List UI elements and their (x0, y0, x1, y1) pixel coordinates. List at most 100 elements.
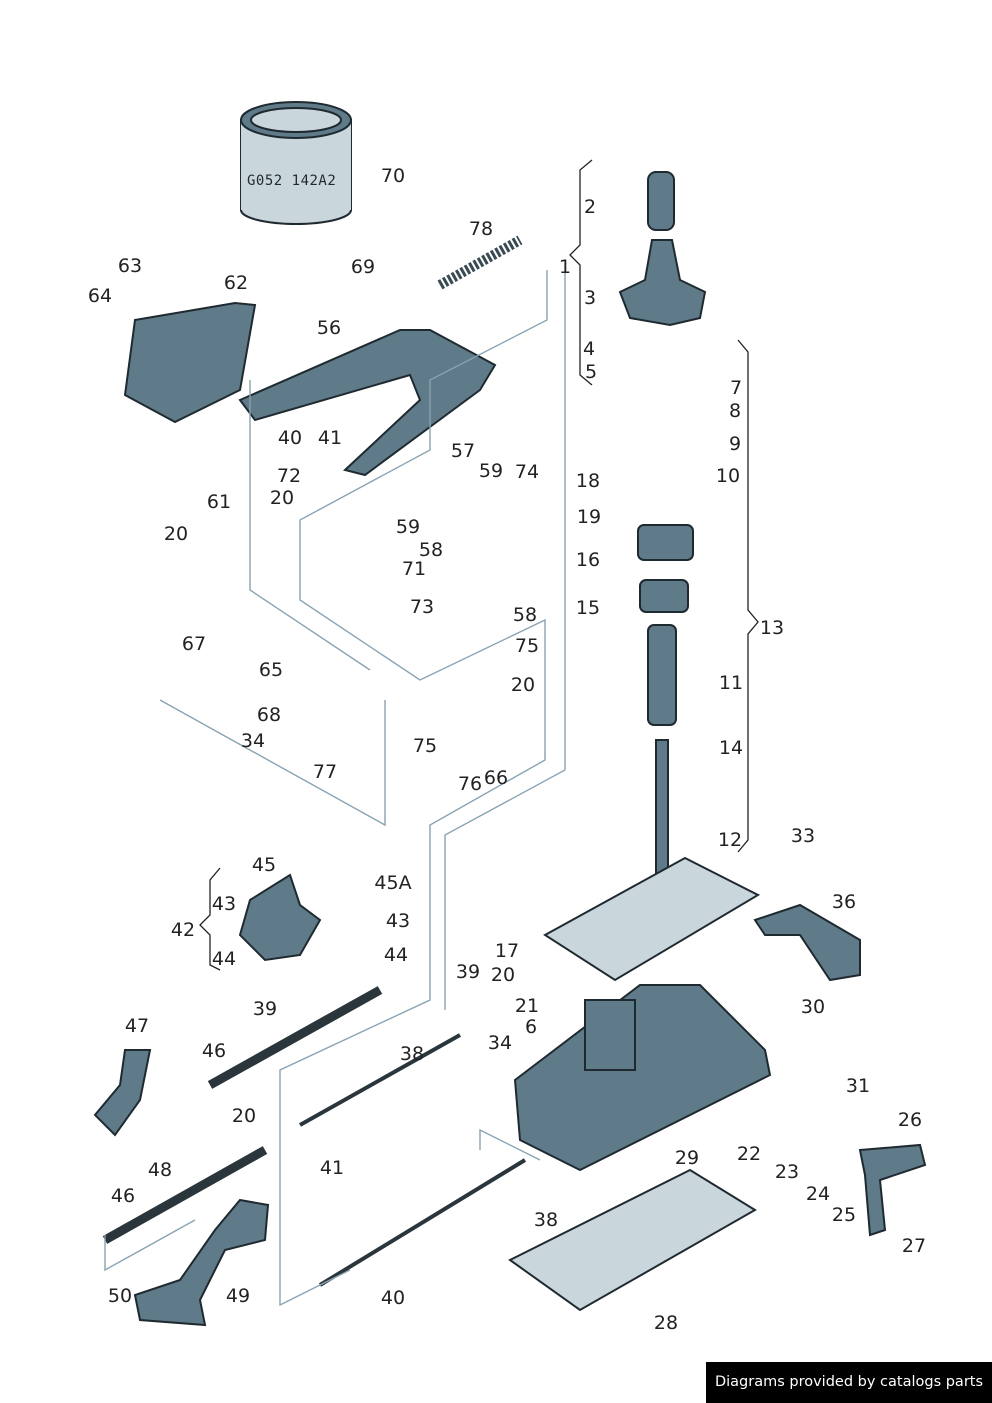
part-label[interactable]: 2 (583, 196, 597, 218)
part-label[interactable]: 50 (107, 1285, 133, 1307)
part-label[interactable]: 63 (117, 255, 143, 277)
part-label[interactable]: 62 (223, 272, 249, 294)
part-label[interactable]: 59 (478, 460, 504, 482)
part-label[interactable]: 69 (350, 256, 376, 278)
part-label[interactable]: 14 (718, 737, 744, 759)
part-label[interactable]: 18 (575, 470, 601, 492)
part-label[interactable]: 58 (418, 539, 444, 561)
lever-49 (133, 1198, 270, 1327)
part-label[interactable]: 39 (252, 998, 278, 1020)
part-label[interactable]: 33 (790, 825, 816, 847)
part-label[interactable]: 20 (231, 1105, 257, 1127)
part-label[interactable]: 46 (110, 1185, 136, 1207)
part-label[interactable]: 21 (514, 995, 540, 1017)
part-label[interactable]: 1 (558, 256, 572, 278)
part-label[interactable]: 40 (380, 1287, 406, 1309)
bracket-42 (238, 873, 322, 962)
part-label[interactable]: 30 (800, 996, 826, 1018)
part-label[interactable]: 20 (269, 487, 295, 509)
part-label[interactable]: 34 (240, 730, 266, 752)
part-label[interactable]: 24 (805, 1183, 831, 1205)
part-label[interactable]: 56 (316, 317, 342, 339)
part-label[interactable]: 17 (494, 940, 520, 962)
part-label[interactable]: 40 (277, 427, 303, 449)
part-label[interactable]: 12 (717, 829, 743, 851)
part-label[interactable]: 3 (583, 287, 597, 309)
part-label[interactable]: 9 (728, 433, 742, 455)
part-label[interactable]: 64 (87, 285, 113, 307)
part-label[interactable]: 10 (715, 465, 741, 487)
part-label[interactable]: 57 (450, 440, 476, 462)
part-label[interactable]: 13 (759, 617, 785, 639)
part-label[interactable]: 27 (901, 1235, 927, 1257)
part-label[interactable]: 49 (225, 1285, 251, 1307)
part-label[interactable]: 38 (533, 1209, 559, 1231)
part-label[interactable]: 67 (181, 633, 207, 655)
part-label[interactable]: 7 (729, 377, 743, 399)
selector-housing (513, 984, 772, 1172)
part-label[interactable]: 41 (317, 427, 343, 449)
part-label[interactable]: 15 (575, 597, 601, 619)
part-label[interactable]: 4 (582, 338, 596, 360)
part-label[interactable]: 8 (728, 400, 742, 422)
part-label[interactable]: 22 (736, 1143, 762, 1165)
part-label[interactable]: 16 (575, 549, 601, 571)
part-label[interactable]: 25 (831, 1204, 857, 1226)
bottom-plate (508, 1168, 757, 1312)
part-label[interactable]: 20 (510, 674, 536, 696)
part-label[interactable]: 6 (524, 1016, 538, 1038)
part-label[interactable]: 43 (211, 893, 237, 915)
selector-lever-frame (238, 329, 497, 477)
part-label[interactable]: 75 (412, 735, 438, 757)
part-label[interactable]: 42 (170, 919, 196, 941)
part-label[interactable]: 46 (201, 1040, 227, 1062)
part-label[interactable]: 76 (457, 773, 483, 795)
part-label[interactable]: 74 (514, 461, 540, 483)
part-label[interactable]: 11 (718, 672, 744, 694)
gear-knob (647, 171, 675, 231)
part-label[interactable]: 5 (584, 361, 598, 383)
spring (437, 235, 523, 290)
part-label[interactable]: 44 (211, 948, 237, 970)
part-label[interactable]: 44 (383, 944, 409, 966)
part-label[interactable]: 29 (674, 1147, 700, 1169)
part-label[interactable]: 68 (256, 704, 282, 726)
part-label[interactable]: 45 (251, 854, 277, 876)
part-label[interactable]: 58 (512, 604, 538, 626)
part-label[interactable]: 20 (163, 523, 189, 545)
part-label[interactable]: 45A (374, 872, 412, 894)
part-label[interactable]: 59 (395, 516, 421, 538)
part-label[interactable]: 38 (399, 1043, 425, 1065)
part-label[interactable]: 31 (845, 1075, 871, 1097)
part-label[interactable]: 47 (124, 1015, 150, 1037)
part-label[interactable]: 48 (147, 1159, 173, 1181)
part-label[interactable]: 41 (319, 1157, 345, 1179)
shift-boot (618, 239, 707, 327)
part-label[interactable]: 77 (312, 761, 338, 783)
part-label[interactable]: 71 (401, 558, 427, 580)
part-label[interactable]: 66 (483, 767, 509, 789)
part-label[interactable]: 65 (258, 659, 284, 681)
part-label[interactable]: 23 (774, 1161, 800, 1183)
part-label[interactable]: 19 (576, 506, 602, 528)
part-label[interactable]: 28 (653, 1312, 679, 1334)
part-label[interactable]: 72 (276, 465, 302, 487)
part-label[interactable]: 61 (206, 491, 232, 513)
part-label[interactable]: 73 (409, 596, 435, 618)
gasket (543, 856, 761, 982)
part-label[interactable]: 26 (897, 1109, 923, 1131)
part-label[interactable]: 78 (468, 218, 494, 240)
can-marking: G052 142A2 (247, 173, 337, 189)
part-label[interactable]: 20 (490, 964, 516, 986)
part-label[interactable]: 43 (385, 910, 411, 932)
part-label[interactable]: 70 (380, 165, 406, 187)
selector-lever-housing (647, 624, 677, 726)
lever-47 (93, 1049, 152, 1137)
bracket-25 (858, 1143, 927, 1237)
part-label[interactable]: 75 (514, 635, 540, 657)
part-label[interactable]: 39 (455, 961, 481, 983)
part-label[interactable]: 36 (831, 891, 857, 913)
part-label[interactable]: 34 (487, 1032, 513, 1054)
